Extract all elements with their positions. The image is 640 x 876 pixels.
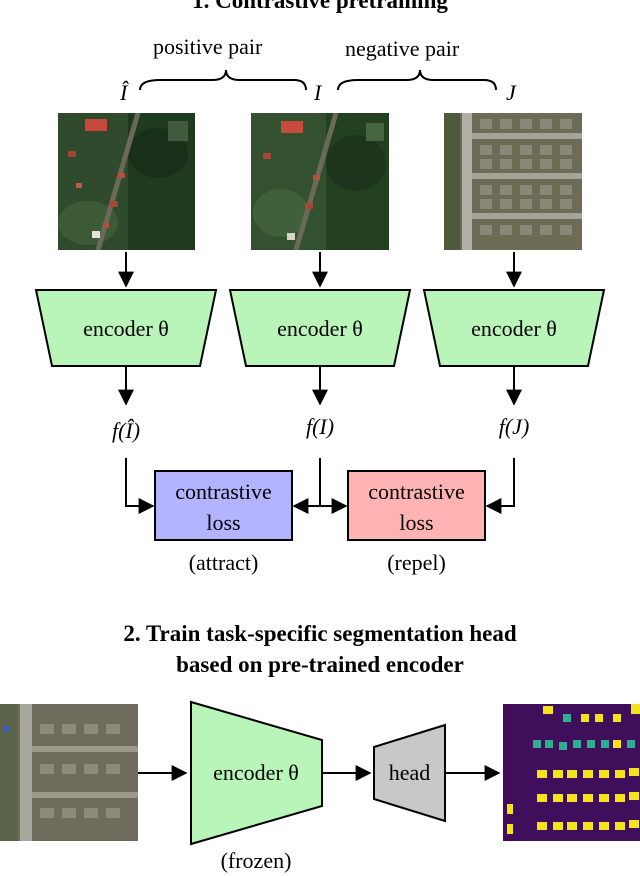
head-label: head [388, 760, 431, 785]
encoder-i [228, 289, 412, 367]
segmentation-output-image [503, 704, 640, 841]
image-label-i: I [314, 80, 322, 105]
encoder-label-j: encoder θ [471, 316, 557, 341]
positive-pair-brace [139, 69, 307, 91]
loss-attract-line2: loss [206, 510, 241, 535]
loss-repel-box [347, 470, 486, 541]
segmentation-diagram [138, 700, 501, 846]
section2-title-line1: 2. Train task-specific segmentation head [123, 621, 517, 646]
image-label-j: J [506, 80, 516, 105]
loss-attract-box [154, 470, 293, 541]
encoder-j [422, 289, 606, 367]
feature-label-j: f(J) [498, 414, 530, 439]
feature-label-ihat: f(Î) [111, 418, 141, 443]
encoder-ihat [34, 289, 218, 367]
encoder-label-i: encoder θ [277, 316, 363, 341]
negative-pair-label: negative pair [345, 36, 460, 61]
head-shape [373, 723, 446, 823]
section2-title-line2: based on pre-trained encoder [176, 652, 464, 677]
satellite-image-ihat [58, 113, 195, 250]
pretraining-diagram [34, 69, 606, 541]
loss-repel-line2: loss [399, 510, 434, 535]
frozen-note: (frozen) [220, 848, 292, 873]
feature-label-i: f(I) [305, 414, 335, 439]
encoder-label-frozen: encoder θ [213, 760, 299, 785]
encoder-label-ihat: encoder θ [83, 316, 169, 341]
satellite-image-input [0, 704, 138, 841]
image-label-ihat: Î [120, 80, 128, 105]
attract-note: (attract) [188, 550, 259, 575]
encoder-frozen [190, 700, 323, 846]
satellite-image-j [444, 113, 582, 250]
negative-pair-brace [337, 69, 497, 91]
loss-repel-line1: contrastive [368, 479, 465, 504]
repel-note: (repel) [387, 550, 446, 575]
satellite-image-i [251, 113, 389, 250]
section1-title: 1. Contrastive pretraining [192, 0, 448, 13]
positive-pair-label: positive pair [153, 34, 263, 59]
loss-attract-line1: contrastive [175, 479, 272, 504]
